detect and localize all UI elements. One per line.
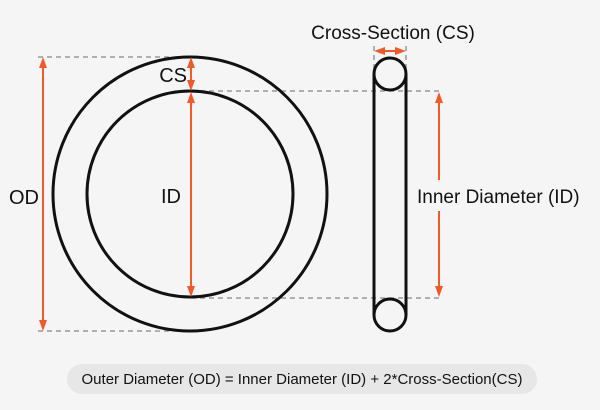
cs-dimension-arrow-top-view — [187, 57, 195, 91]
id-arrow-head-up — [187, 92, 195, 103]
top-view: OD CS ID — [9, 55, 329, 333]
inner-circle — [85, 89, 295, 299]
inner-diameter-label: Inner Diameter (ID) — [417, 187, 580, 208]
cs-width-arrow-head-right — [395, 47, 406, 55]
cs-dimension-arrow-side-view — [374, 47, 406, 55]
cs-label: CS — [159, 65, 187, 87]
id-dimension-arrow-side-view — [435, 92, 443, 297]
od-dimension-arrow — [39, 57, 47, 331]
side-view: Cross-Section (CS) Inner Diameter (ID) — [311, 23, 580, 333]
cs-arrow-head-up — [187, 57, 195, 68]
id-dimension-arrow-top-view — [187, 92, 195, 297]
od-label: OD — [9, 187, 39, 209]
id-arrow-head-down — [187, 286, 195, 297]
formula-text: Outer Diameter (OD) = Inner Diameter (ID… — [82, 371, 523, 388]
id-right-arrow-head-down — [435, 286, 443, 297]
cs-arrow-head-down — [187, 80, 195, 91]
top-cross-section-circle — [372, 56, 408, 92]
cs-width-arrow-head-left — [374, 47, 385, 55]
outer-circle — [51, 55, 329, 333]
formula-box: Outer Diameter (OD) = Inner Diameter (ID… — [67, 364, 537, 394]
id-label: ID — [161, 186, 181, 208]
od-arrow-head-up — [39, 57, 47, 68]
od-arrow-head-down — [39, 320, 47, 331]
cross-section-title: Cross-Section (CS) — [311, 23, 475, 44]
bottom-cross-section-circle — [372, 297, 408, 333]
formula-pill-background — [67, 364, 537, 394]
id-right-arrow-head-up — [435, 92, 443, 103]
